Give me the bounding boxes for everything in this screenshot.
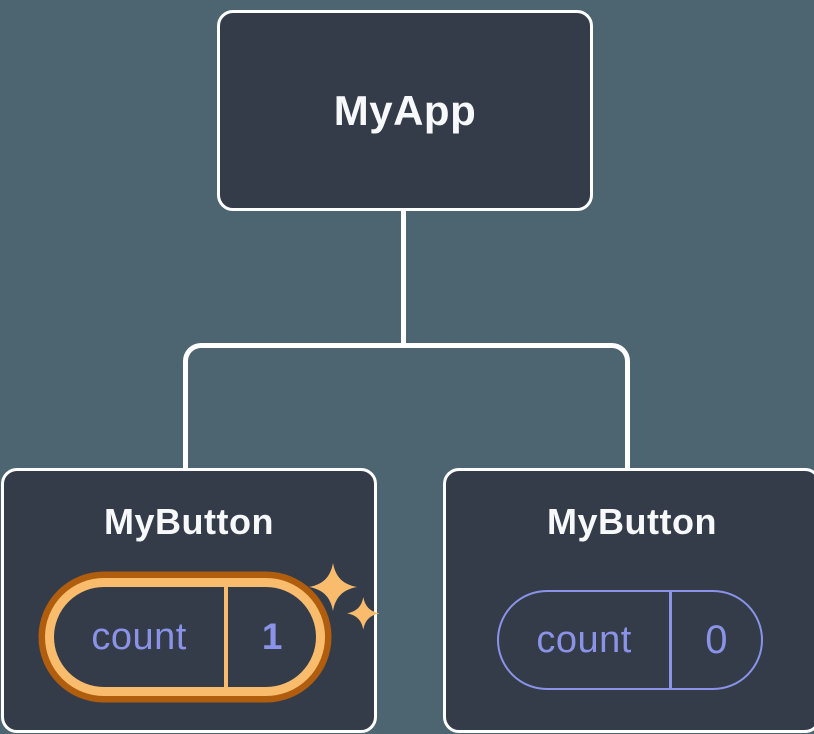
state-key-label: count xyxy=(536,618,632,661)
sparkles-icon xyxy=(309,563,380,630)
pill-divider xyxy=(224,587,229,687)
child-node-label: MyButton xyxy=(104,501,274,542)
root-node-myapp: MyApp xyxy=(217,10,593,211)
state-pill-highlighted: count 1 xyxy=(45,578,325,696)
pill-divider xyxy=(669,592,672,688)
state-value-label: 0 xyxy=(705,617,728,662)
state-value-label: 1 xyxy=(261,616,283,657)
child-node-label: MyButton xyxy=(547,501,717,542)
state-pill: count 0 xyxy=(497,590,763,690)
connector-children-branch xyxy=(183,343,630,475)
root-node-label: MyApp xyxy=(333,86,477,134)
state-key-label: count xyxy=(91,615,187,658)
child-node-mybutton-1: MyButton count 1 xyxy=(1,468,380,733)
child-node-mybutton-2: MyButton count 0 xyxy=(443,468,814,733)
connector-root-stem xyxy=(401,209,406,347)
